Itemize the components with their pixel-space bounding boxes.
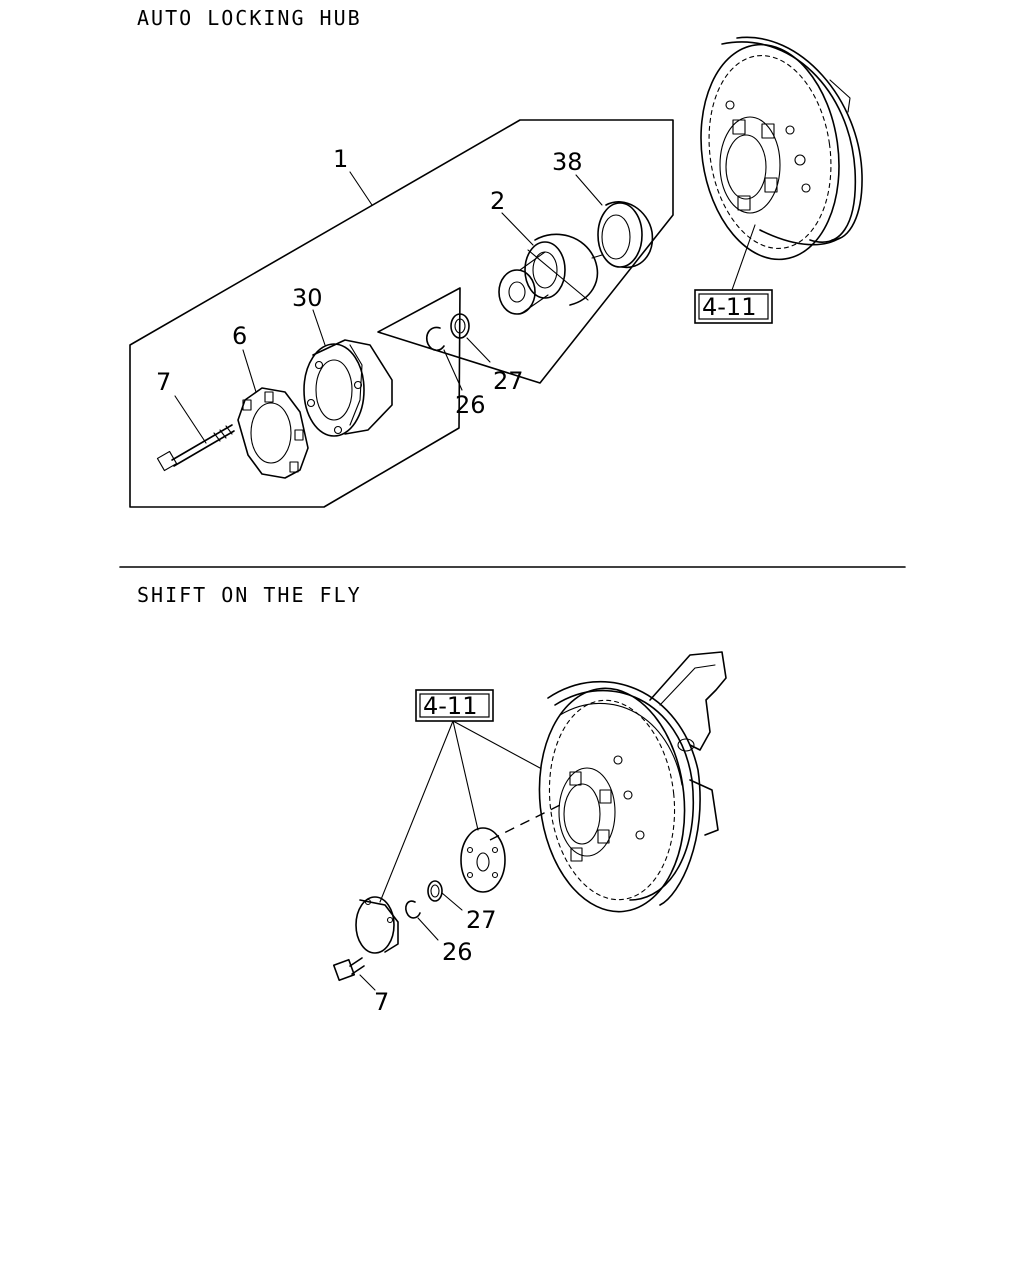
callout-2: 2 (490, 187, 505, 215)
reference-box[interactable]: 4-11 (694, 289, 773, 324)
callout-27-b: 27 (466, 906, 497, 934)
rotor-hub (538, 680, 701, 913)
section-title-shift-on-the-fly: SHIFT ON THE FLY (137, 583, 362, 607)
section-auto-locking-hub: AUTO LOCKING HUB (129, 6, 863, 508)
flange-plate (460, 827, 506, 893)
section-shift-on-the-fly: SHIFT ON THE FLY (137, 583, 727, 1016)
callout-7-b: 7 (374, 988, 389, 1016)
part-27-washer (450, 313, 470, 339)
callout-7: 7 (156, 368, 171, 396)
callout-26-b: 26 (442, 938, 473, 966)
part-6-flange (237, 387, 309, 479)
leader-lines-2 (359, 720, 541, 991)
callout-30: 30 (292, 284, 323, 312)
part-27-washer-2 (427, 880, 443, 902)
section-title-auto-locking-hub: AUTO LOCKING HUB (137, 6, 362, 30)
callout-27: 27 (493, 367, 524, 395)
part-7-bolt (156, 424, 235, 472)
leader-lines-1 (174, 171, 756, 444)
reference-label: 4-11 (702, 293, 756, 321)
part-2-drive-gear (498, 233, 603, 315)
wheel-hub-drum (700, 36, 863, 261)
center-axis (489, 804, 561, 841)
part-26-snap-ring (425, 326, 445, 352)
part-7-bolt-2 (332, 957, 365, 982)
steering-knuckle (649, 651, 727, 836)
callout-26: 26 (455, 391, 486, 419)
part-38-ring (597, 201, 654, 269)
part-30-housing (303, 339, 393, 437)
kit-outline (129, 119, 674, 508)
hub-cap (355, 896, 399, 954)
callout-38: 38 (552, 148, 583, 176)
callout-6: 6 (232, 322, 247, 350)
reference-box-2[interactable]: 4-11 (415, 689, 494, 722)
part-26-snap-ring-2 (405, 900, 421, 919)
callout-1: 1 (333, 145, 348, 173)
reference-label-2: 4-11 (423, 692, 477, 720)
